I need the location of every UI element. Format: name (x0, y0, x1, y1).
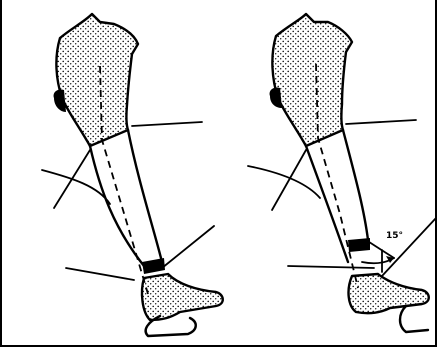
left-knee-reference-line (132, 122, 202, 126)
right-leader-line-a (272, 150, 306, 210)
left-leader-line-b (42, 170, 110, 204)
left-leg-figure (42, 14, 223, 336)
left-thigh (56, 14, 138, 146)
right-heel-piece (400, 306, 428, 332)
right-angle-label: 15° (386, 231, 403, 241)
left-leader-line-c (162, 226, 214, 268)
right-knee-reference-line (346, 120, 416, 124)
right-leg-figure: 15° (248, 14, 436, 332)
left-foot (142, 274, 223, 320)
left-seat-pad (54, 89, 66, 112)
right-foot (349, 274, 429, 313)
left-ankle-band (142, 258, 165, 274)
left-heel-piece (146, 316, 196, 336)
right-angle-reference-line (366, 240, 394, 258)
left-ankle-reference-line (66, 268, 134, 280)
right-ankle-reference-line (288, 266, 374, 268)
right-leader-line-b (248, 166, 320, 198)
right-thigh (272, 14, 352, 146)
left-shank (90, 130, 162, 266)
right-seat-pad (270, 87, 282, 108)
right-leader-line-c (382, 218, 436, 276)
